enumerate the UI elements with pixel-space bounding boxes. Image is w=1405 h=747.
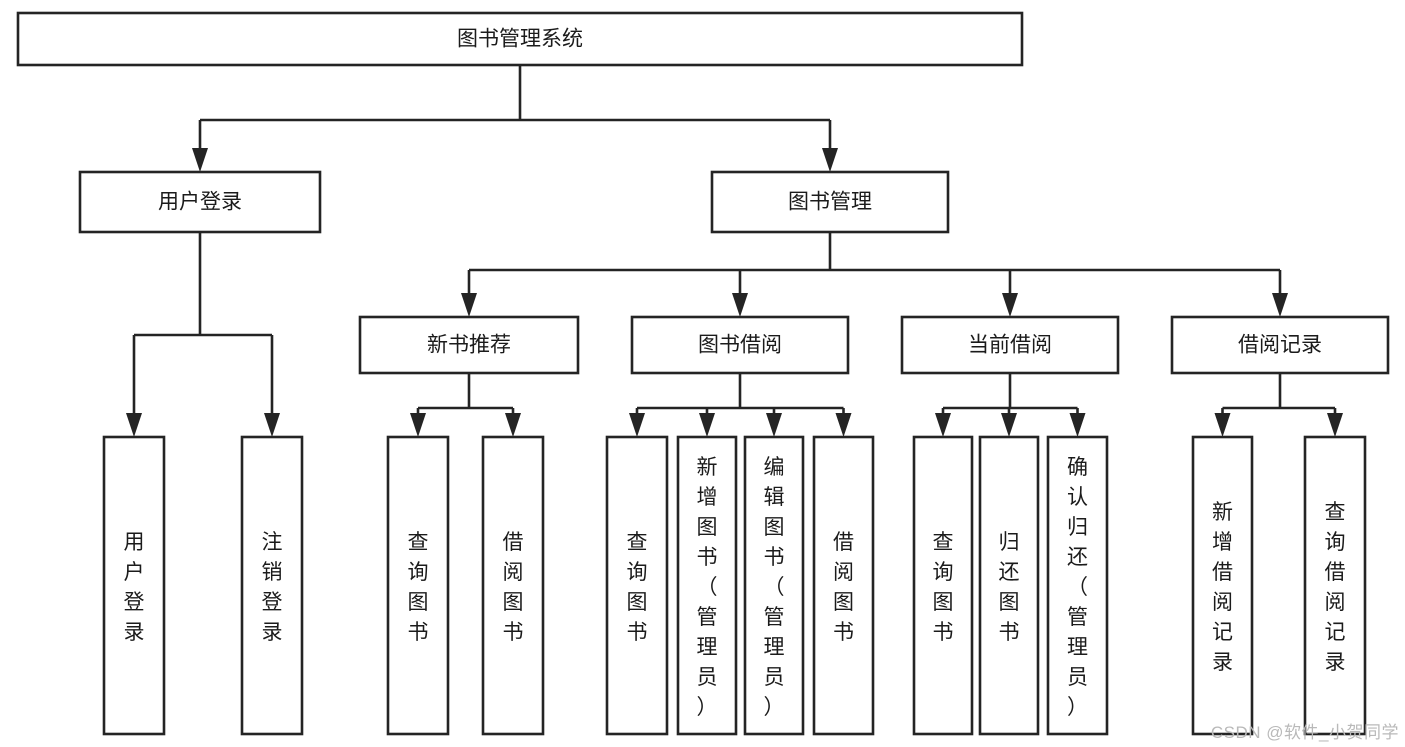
node-用户登录-label: 用户登录 <box>158 191 242 214</box>
arrow-head-icon <box>766 413 782 437</box>
node-新增图书管理员[interactable]: 新增图书（管理员） <box>676 435 738 736</box>
node-当前借阅-label: 当前借阅 <box>968 334 1052 357</box>
node-借阅记录[interactable]: 借阅记录 <box>1170 315 1390 375</box>
node-查询借阅记录-box[interactable] <box>1303 435 1367 736</box>
arrow-head-icon <box>935 413 951 437</box>
node-新增图书管理员-box[interactable] <box>676 435 738 736</box>
arrow-head-icon <box>1272 293 1288 317</box>
node-借阅图书-label: 借阅图书 <box>503 531 524 644</box>
node-注销登录[interactable]: 注销登录 <box>240 435 304 736</box>
node-借阅记录-label: 借阅记录 <box>1238 334 1322 357</box>
node-图书管理系统-label: 图书管理系统 <box>457 28 583 51</box>
node-新增图书管理员-label: 新增图书（管理员） <box>697 456 718 719</box>
arrow-head-icon <box>264 413 280 437</box>
nodes-layer: 图书管理系统用户登录图书管理新书推荐图书借阅当前借阅借阅记录用户登录注销登录查询… <box>16 11 1390 736</box>
node-确认归还管理员-label: 确认归还（管理员） <box>1067 456 1088 719</box>
node-新书推荐-label: 新书推荐 <box>427 334 511 357</box>
node-确认归还管理员-box[interactable] <box>1046 435 1109 736</box>
node-查询图书[interactable]: 查询图书 <box>386 435 450 736</box>
node-用户登录[interactable]: 用户登录 <box>78 170 322 234</box>
node-查询图书-label: 查询图书 <box>933 531 954 644</box>
node-图书借阅[interactable]: 图书借阅 <box>630 315 850 375</box>
arrow-head-icon <box>1001 413 1017 437</box>
arrow-head-icon <box>192 148 208 172</box>
node-查询借阅记录[interactable]: 查询借阅记录 <box>1303 435 1367 736</box>
node-归还图书-label: 归还图书 <box>999 531 1020 644</box>
node-查询图书-label: 查询图书 <box>408 531 429 644</box>
arrow-head-icon <box>822 148 838 172</box>
node-确认归还管理员[interactable]: 确认归还（管理员） <box>1046 435 1109 736</box>
node-图书管理系统[interactable]: 图书管理系统 <box>16 11 1024 67</box>
arrow-head-icon <box>1214 413 1231 437</box>
node-图书借阅-box[interactable] <box>630 315 850 375</box>
node-图书管理-label: 图书管理 <box>788 191 872 214</box>
node-新书推荐-box[interactable] <box>358 315 580 375</box>
node-查询图书[interactable]: 查询图书 <box>912 435 974 736</box>
node-借阅图书-label: 借阅图书 <box>833 531 854 644</box>
node-当前借阅-box[interactable] <box>900 315 1120 375</box>
arrow-head-icon <box>699 413 715 437</box>
node-查询图书[interactable]: 查询图书 <box>605 435 669 736</box>
arrow-head-icon <box>1002 293 1018 317</box>
node-用户登录[interactable]: 用户登录 <box>102 435 166 736</box>
node-编辑图书管理员[interactable]: 编辑图书（管理员） <box>743 435 805 736</box>
node-编辑图书管理员-box[interactable] <box>743 435 805 736</box>
node-新增借阅记录[interactable]: 新增借阅记录 <box>1191 435 1254 736</box>
node-注销登录-box[interactable] <box>240 435 304 736</box>
node-借阅图书-box[interactable] <box>812 435 875 736</box>
node-借阅图书-box[interactable] <box>481 435 545 736</box>
node-注销登录-label: 注销登录 <box>262 531 283 644</box>
arrow-head-icon <box>1069 413 1086 437</box>
arrow-head-icon <box>126 413 142 437</box>
arrow-head-icon <box>461 293 477 317</box>
node-查询图书-box[interactable] <box>605 435 669 736</box>
node-图书管理[interactable]: 图书管理 <box>710 170 950 234</box>
node-查询图书-box[interactable] <box>386 435 450 736</box>
node-借阅图书[interactable]: 借阅图书 <box>812 435 875 736</box>
node-当前借阅[interactable]: 当前借阅 <box>900 315 1120 375</box>
node-借阅记录-box[interactable] <box>1170 315 1390 375</box>
node-借阅图书[interactable]: 借阅图书 <box>481 435 545 736</box>
node-新增借阅记录-box[interactable] <box>1191 435 1254 736</box>
node-新增借阅记录-label: 新增借阅记录 <box>1212 501 1233 674</box>
node-新书推荐[interactable]: 新书推荐 <box>358 315 580 375</box>
arrow-head-icon <box>505 413 521 437</box>
node-编辑图书管理员-label: 编辑图书（管理员） <box>764 456 785 719</box>
arrow-head-icon <box>629 413 645 437</box>
node-图书管理-box[interactable] <box>710 170 950 234</box>
node-归还图书[interactable]: 归还图书 <box>978 435 1040 736</box>
node-查询借阅记录-label: 查询借阅记录 <box>1325 501 1346 674</box>
node-查询图书-box[interactable] <box>912 435 974 736</box>
arrow-head-icon <box>732 293 748 317</box>
node-图书管理系统-box[interactable] <box>16 11 1024 67</box>
node-归还图书-box[interactable] <box>978 435 1040 736</box>
node-用户登录-box[interactable] <box>102 435 166 736</box>
arrow-head-icon <box>1327 413 1343 437</box>
arrow-head-icon <box>410 413 426 437</box>
node-用户登录-label: 用户登录 <box>124 531 145 644</box>
connectors-layer <box>126 65 1343 437</box>
node-用户登录-box[interactable] <box>78 170 322 234</box>
node-查询图书-label: 查询图书 <box>627 531 648 644</box>
node-图书借阅-label: 图书借阅 <box>698 334 782 357</box>
arrow-head-icon <box>835 413 852 437</box>
